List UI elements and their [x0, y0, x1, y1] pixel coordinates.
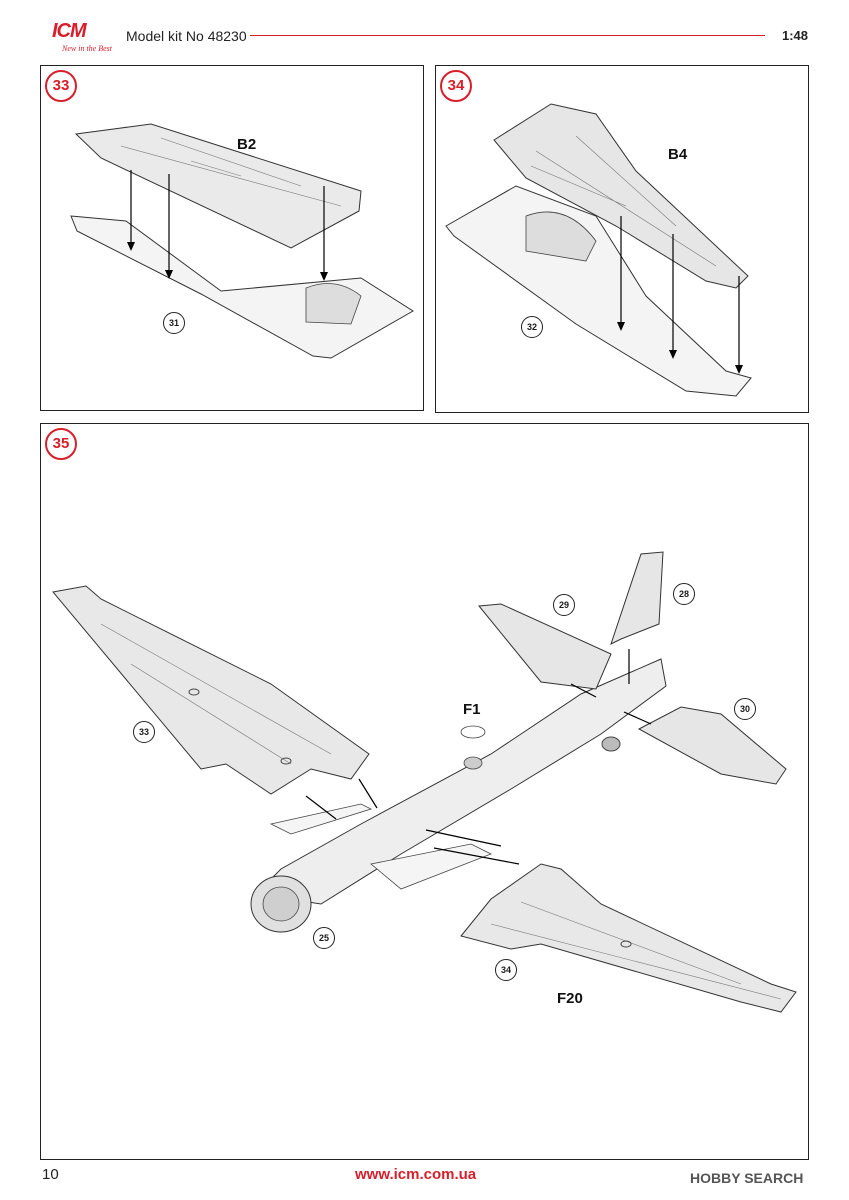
part-label-b4: B4: [668, 146, 688, 163]
ref-badge-30: 30: [734, 698, 756, 720]
aircraft-assembly-drawing: [52, 551, 797, 1013]
step-35-panel: 35 F1 F20 33 29 28 30 25 34: [40, 423, 809, 1160]
ref-badge-29: 29: [553, 594, 575, 616]
page-number: 10: [42, 1166, 59, 1183]
wing-top-assembly-drawing: [70, 123, 414, 359]
ref-badge-33: 33: [133, 721, 155, 743]
step-number-badge: 35: [45, 428, 77, 460]
ref-badge-25: 25: [313, 927, 335, 949]
part-label-b2: B2: [237, 136, 257, 153]
ref-badge-31: 31: [163, 312, 185, 334]
part-label-f20: F20: [557, 990, 583, 1007]
website-link[interactable]: www.icm.com.ua: [355, 1166, 477, 1183]
wing-bottom-assembly-drawing: [445, 103, 752, 397]
step-34-panel: 34 B4 32: [435, 65, 809, 413]
ref-badge-32: 32: [521, 316, 543, 338]
ref-badge-28: 28: [673, 583, 695, 605]
ref-badge-34: 34: [495, 959, 517, 981]
step-number-badge: 34: [440, 70, 472, 102]
watermark: HOBBY SEARCH: [690, 1170, 804, 1186]
page-header: ICM New in the Best Model kit No 48230 1…: [0, 0, 849, 60]
icm-logo: ICM New in the Best: [52, 20, 112, 53]
scale-label: 1:48: [782, 28, 809, 43]
step-number-badge: 33: [45, 70, 77, 102]
step-33-panel: 33 B2 31: [40, 65, 424, 411]
kit-title: Model kit No 48230: [126, 28, 247, 44]
header-divider: [250, 35, 765, 36]
part-label-f1: F1: [463, 701, 481, 718]
